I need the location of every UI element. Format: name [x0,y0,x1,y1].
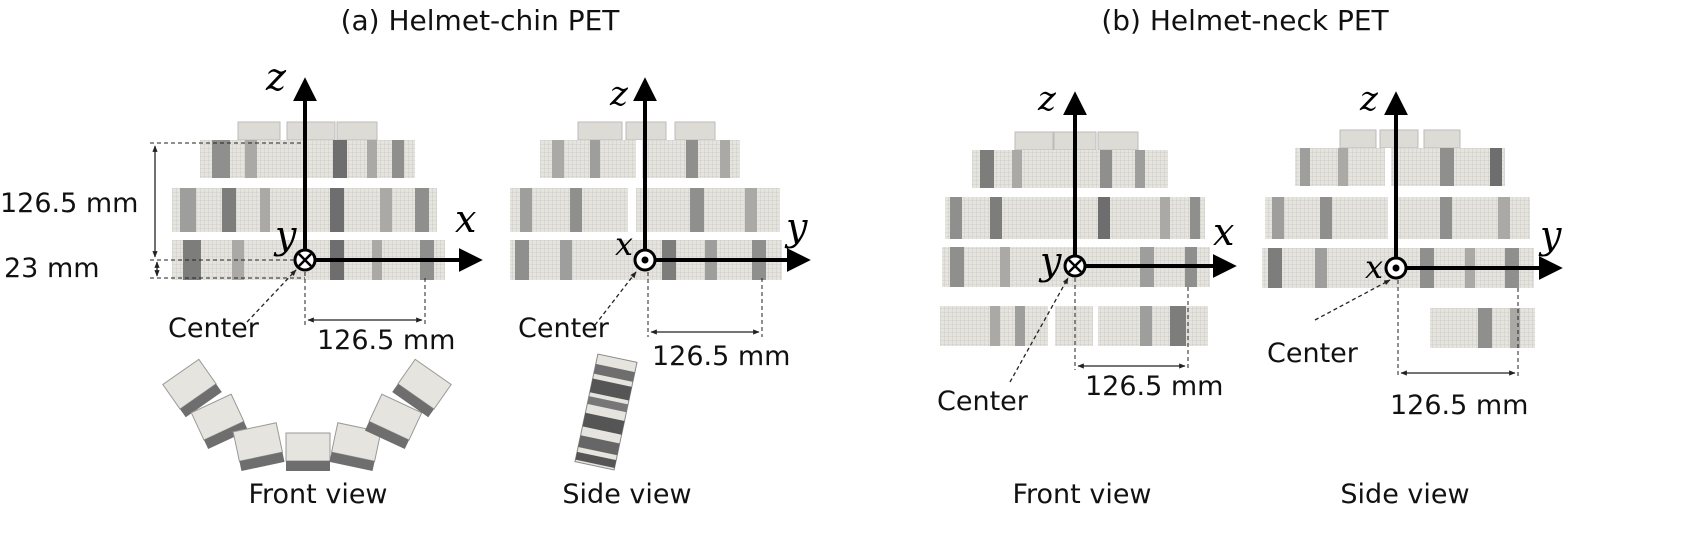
detector-block [286,121,336,141]
panel-a-front-view: 126.5 mm 23 mm z x y 126.5 mm Center [0,55,483,510]
center-label: Center [1267,338,1359,369]
detector-ring-top [1295,148,1505,186]
axis-x-label: x [1365,248,1383,286]
detector-ring-neck [940,306,1208,346]
center-label: Center [518,313,610,344]
axis-z-label: z [265,55,287,99]
detector-block [1339,129,1377,149]
axis-z-label: z [1359,79,1379,119]
axis-y-label: y [1538,213,1562,257]
dim-horizontal-label: 126.5 mm [317,325,455,356]
detector-ring-neck [1430,308,1535,348]
dim-horizontal-label: 126.5 mm [652,341,790,372]
detector-ring-top [972,150,1168,188]
dim-horizontal-label: 126.5 mm [1390,390,1528,421]
panel-b-side-view: z y x 126.5 mm Center Side view [1262,79,1563,510]
panel-a-title: (a) Helmet-chin PET [341,4,621,37]
axis-z-label: z [1037,79,1057,119]
panel-b-title: (b) Helmet-neck PET [1101,4,1389,37]
center-label: Center [937,386,1029,417]
axis-y-label: y [1038,239,1062,283]
into-page-icon [293,248,317,272]
detector-ring-top [540,140,740,178]
detector-block-side [574,353,638,471]
dim-horizontal-label: 126.5 mm [1085,371,1223,402]
detector-arc [162,358,452,472]
dim-vertical-label: 126.5 mm [0,188,138,219]
axis-y-label: y [784,205,808,249]
out-of-page-icon [633,248,657,272]
axis-y-label: y [273,213,297,257]
detector-ring-top [200,140,415,178]
axis-x-label: x [615,225,633,263]
detector-block [674,121,716,141]
panel-a-side-view: z y x 126.5 mm Center Side view [510,74,811,510]
detector-block [237,121,281,141]
detector-block [1379,129,1419,149]
center-label: Center [168,313,260,344]
detector-block [1097,131,1139,151]
axis-x-label: x [455,197,476,241]
detector-block [1014,131,1054,151]
view-label: Side view [562,479,691,510]
view-label: Front view [1012,479,1151,510]
view-label: Front view [248,479,387,510]
out-of-page-icon [1384,256,1408,280]
detector-block [1423,129,1461,149]
axis-z-label: z [609,74,629,114]
detector-block [577,121,623,141]
panel-b-front-view: z x y 126.5 mm Center Front view [937,79,1237,510]
dim-ring-label: 23 mm [4,253,100,284]
detector-block [336,121,378,141]
axis-x-label: x [1213,210,1234,254]
into-page-icon [1063,254,1087,278]
view-label: Side view [1340,479,1469,510]
